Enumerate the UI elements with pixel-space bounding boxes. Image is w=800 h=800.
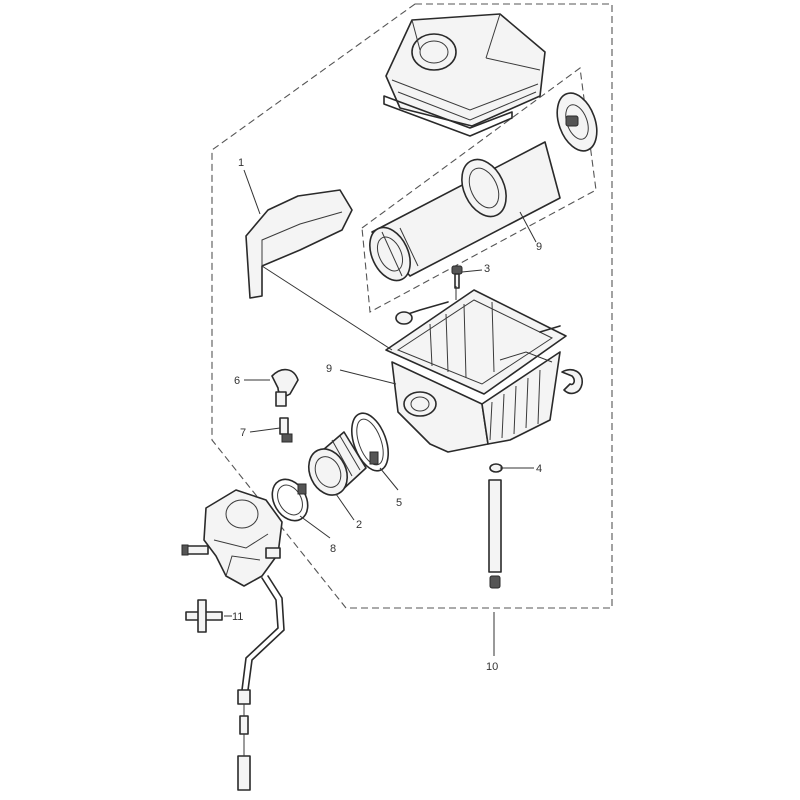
callout-2: 2 bbox=[356, 519, 362, 531]
leader-5 bbox=[379, 467, 399, 491]
air-box bbox=[385, 289, 567, 453]
leader-9a bbox=[519, 211, 537, 243]
callout-5: 5 bbox=[396, 497, 402, 509]
callout-9-filter: 9 bbox=[536, 241, 542, 253]
callout-10: 10 bbox=[486, 661, 498, 673]
carburetor bbox=[181, 489, 283, 587]
leader-3 bbox=[461, 269, 483, 273]
heat-shield-bracket bbox=[245, 189, 353, 299]
air-cleaner-cover bbox=[383, 13, 546, 137]
fuel-line bbox=[237, 575, 285, 791]
leader-1 bbox=[243, 169, 261, 215]
filter-element bbox=[369, 141, 561, 282]
filter-group-boundary bbox=[361, 67, 597, 313]
leader-2 bbox=[335, 493, 355, 521]
leader-9c bbox=[499, 351, 553, 363]
callout-7: 7 bbox=[240, 427, 246, 439]
drain-tube bbox=[488, 463, 503, 589]
tee-fitting bbox=[185, 599, 223, 633]
retaining-clip bbox=[561, 368, 583, 395]
hose-clamp-carb-side bbox=[271, 478, 309, 522]
callout-6: 6 bbox=[234, 375, 240, 387]
callout-4: 4 bbox=[536, 463, 542, 475]
breather-elbow bbox=[271, 368, 299, 407]
breather-fitting bbox=[279, 417, 293, 443]
filter-sleeve bbox=[461, 158, 507, 218]
leader-7 bbox=[249, 427, 281, 433]
callout-8: 8 bbox=[330, 543, 336, 555]
callout-11: 11 bbox=[232, 611, 243, 623]
mounting-bolt bbox=[451, 265, 463, 289]
callout-1: 1 bbox=[238, 157, 244, 169]
callout-3: 3 bbox=[484, 263, 490, 275]
leader-9b bbox=[339, 369, 397, 385]
filter-end-cap bbox=[556, 92, 598, 152]
callout-9-airbox: 9 bbox=[326, 363, 332, 375]
assembly-boundary bbox=[211, 3, 613, 609]
intake-joint bbox=[307, 431, 367, 496]
leader-box-bracket bbox=[261, 265, 393, 351]
hose-clamp-box-side bbox=[350, 412, 390, 472]
leader-lines bbox=[224, 169, 553, 656]
leader-8 bbox=[299, 515, 331, 539]
